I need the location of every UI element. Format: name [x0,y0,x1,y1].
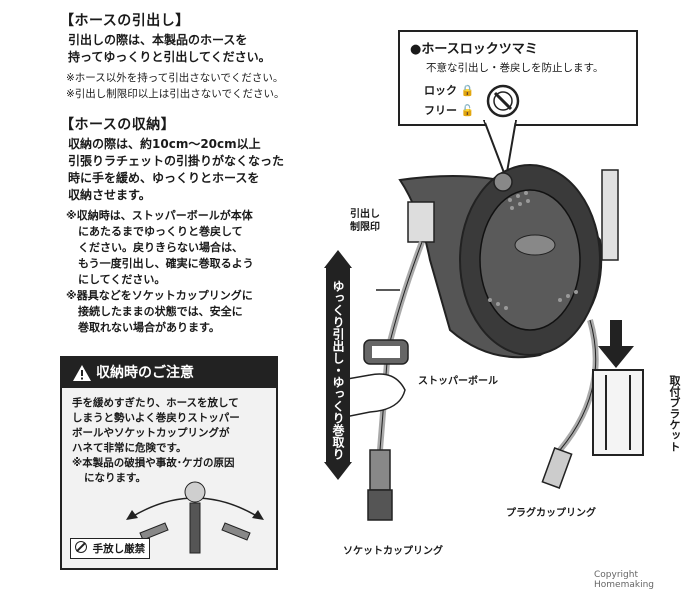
lock-knob-desc: 不意な引出し・巻戻しを防止します。 [426,62,604,74]
lock-knob-callout: ●ホースロックツマミ 不意な引出し・巻戻しを防止します。 ロック 🔒 フリー 🔓 [398,30,638,126]
caution-title: 収納時のご注意 [96,365,194,381]
lock-knob-icon [486,84,520,118]
pull-body-line: 引出しの際は、本製品のホースを [68,33,248,47]
prohibit-label: 手放し厳禁 [92,543,146,555]
lock-label-text: ロック [424,84,457,97]
caution-body: 手を緩めすぎたり、ホースを放して しまうと勢いよく巻戻りストッパー ボールやソケ… [62,388,276,486]
copyright: Copyright Homemaking [594,570,654,590]
bracket-label: 取付ブラケット [668,375,681,452]
free-label: フリー 🔓 [424,102,475,118]
caution-line: 手を緩めすぎたり、ホースを放して [72,397,239,409]
store-body-line: 引張りラチェットの引掛りがなくなった [68,154,285,168]
stopper-ball-label: ストッパーボール [418,376,498,387]
plug-coupling-label: プラグカップリング [506,508,596,519]
callout-pointer [482,120,518,180]
caution-line: になります。 [84,472,146,484]
lock-label: ロック 🔒 [424,82,475,98]
mounting-bracket [592,369,644,456]
store-note-line: ※収納時は、ストッパーボールが本体 [66,209,253,222]
store-note-line: 巻取れない場合があります。 [78,321,220,334]
pull-heading: 【ホースの引出し】 [60,13,190,29]
pull-note-line: ※引出し制限印以上は引出さないでください。 [66,88,285,100]
caution-box: 収納時のご注意 手を緩めすぎたり、ホースを放して しまうと勢いよく巻戻りストッパ… [60,356,278,570]
store-heading: 【ホースの収納】 [60,117,176,133]
store-note-line: ください。戻りきらない場合は、 [78,241,243,254]
free-label-text: フリー [424,104,457,117]
lock-open-icon: 🔓 [460,104,475,117]
caution-header: 収納時のご注意 [62,358,276,388]
prohibit-icon [75,541,87,553]
limit-mark-label: 引出し 制限印 [350,208,380,234]
store-note-line: にしてください。 [78,273,166,286]
caution-line: しまうと勢いよく巻戻りストッパー [72,412,240,424]
store-notes: ※収納時は、ストッパーボールが本体 にあたるまでゆっくりと巻戻して ください。戻… [66,208,298,336]
pull-body: 引出しの際は、本製品のホースを 持ってゆっくりと引出してください。 [68,32,271,66]
store-note-line: ※器具などをソケットカップリングに [66,289,253,302]
limit-mark-line: 制限印 [350,222,380,233]
pull-body-line: 持ってゆっくりと引出してください。 [68,50,271,64]
prohibit-badge: 手放し厳禁 [70,538,151,559]
limit-mark-line: 引出し [350,209,380,220]
store-body: 収納の際は、約10cm～20cm以上 引張りラチェットの引掛りがなくなった 時に… [68,136,284,204]
lock-closed-icon: 🔒 [460,84,475,97]
hose-reel-illustration [340,164,619,521]
pull-note-line: ※ホース以外を持って引出さないでください。 [66,72,284,84]
store-note-line: 接続したままの状態では、安全に [78,305,243,318]
caution-line: ※本製品の破損や事故･ケガの原因 [72,457,235,469]
pull-retract-arrow [324,250,352,480]
lock-knob-title: ●ホースロックツマミ [410,42,538,57]
caution-line: ボールやソケットカップリングが [72,427,230,439]
socket-coupling-label: ソケットカップリング [343,546,443,557]
store-body-line: 時に手を緩め、ゆっくりとホースを [68,171,260,185]
caution-line: ハネて非常に危険です。 [72,442,187,454]
direction-label: ゆっくり引出し・ゆっくり巻取り [331,280,345,460]
down-arrow-icon [598,320,634,368]
recoil-illustration [126,481,264,554]
store-note-line: にあたるまでゆっくりと巻戻して [78,225,243,238]
store-body-line: 収納させます。 [68,188,151,202]
store-body-line: 収納の際は、約10cm～20cm以上 [68,137,261,151]
warning-icon [73,365,91,381]
store-note-line: もう一度引出し、確実に巻取るよう [78,257,254,270]
pull-notes: ※ホース以外を持って引出さないでください。 ※引出し制限印以上は引出さないでくだ… [66,70,284,102]
